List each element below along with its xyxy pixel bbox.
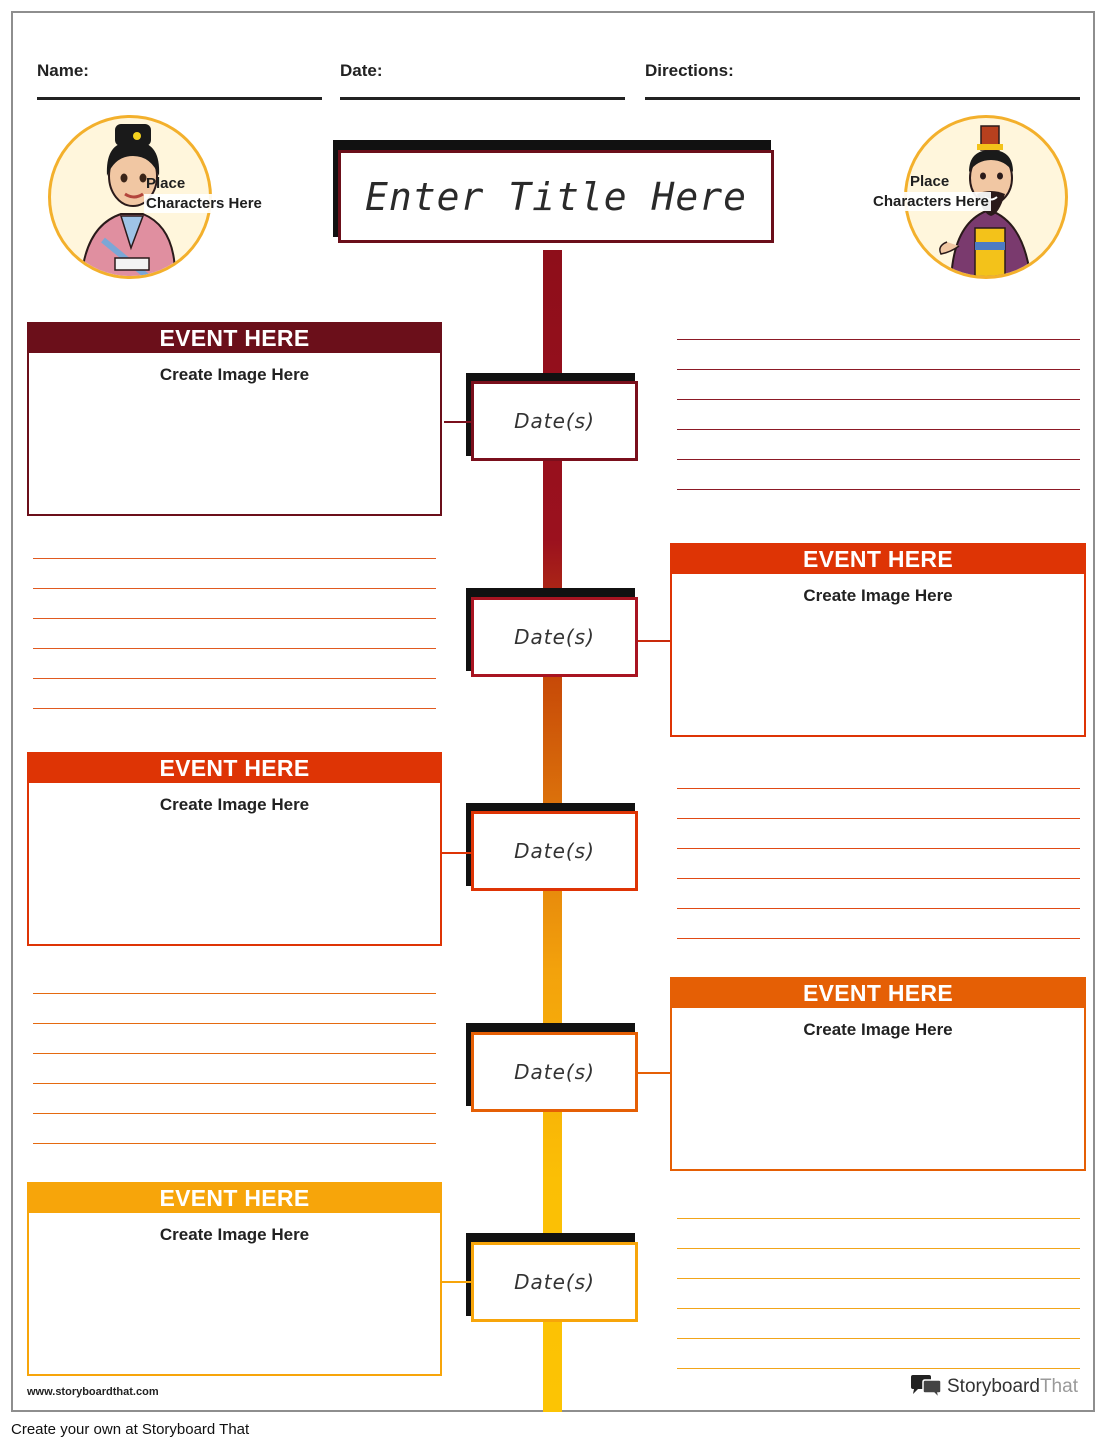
writing-line (677, 369, 1080, 370)
date-box-3[interactable]: Date(s) (471, 811, 638, 891)
writing-line (677, 788, 1080, 789)
right-character-label-line1: Place (910, 173, 950, 190)
writing-line (33, 558, 436, 559)
event-heading: EVENT HERE (672, 545, 1084, 574)
writing-line (677, 399, 1080, 400)
writing-line (33, 1023, 436, 1024)
writing-line (677, 908, 1080, 909)
writing-line (677, 1368, 1080, 1369)
date-text: Date(s) (514, 1060, 595, 1084)
date-box-2[interactable]: Date(s) (471, 597, 638, 677)
event-heading: EVENT HERE (29, 324, 440, 353)
writing-line (677, 339, 1080, 340)
event-box-3[interactable]: EVENT HERE Create Image Here (27, 752, 442, 946)
writing-line (33, 618, 436, 619)
writing-line (677, 459, 1080, 460)
man-character-illustration (939, 125, 1032, 276)
date-box-1[interactable]: Date(s) (471, 381, 638, 461)
writing-line (677, 1308, 1080, 1309)
writing-lines-4[interactable] (33, 993, 436, 1149)
create-image-placeholder: Create Image Here (803, 586, 953, 605)
writing-line (33, 993, 436, 994)
date-text: Date(s) (514, 1270, 595, 1294)
writing-lines-3[interactable] (677, 788, 1080, 944)
create-image-placeholder: Create Image Here (803, 1020, 953, 1039)
directions-label: Directions: (645, 61, 734, 80)
date-label: Date: (340, 61, 383, 80)
writing-line (33, 648, 436, 649)
writing-line (677, 878, 1080, 879)
writing-line (677, 938, 1080, 939)
writing-line (677, 1248, 1080, 1249)
right-character-label-line2: Characters Here (871, 192, 991, 211)
create-image-placeholder: Create Image Here (159, 365, 310, 384)
storyboardthat-logo[interactable]: StoryboardThat (909, 1374, 1078, 1400)
writing-line (33, 708, 436, 709)
event-heading: EVENT HERE (29, 754, 440, 783)
brand-secondary: That (1039, 1376, 1078, 1397)
bottom-note[interactable]: Create your own at Storyboard That (11, 1421, 250, 1438)
writing-line (677, 848, 1080, 849)
directions-field-line[interactable] (645, 97, 1080, 100)
event-box-5[interactable]: EVENT HERE Create Image Here (27, 1182, 442, 1376)
writing-line (33, 1143, 436, 1144)
writing-line (677, 489, 1080, 490)
writing-line (33, 1083, 436, 1084)
footer-url[interactable]: www.storyboardthat.com (27, 1386, 159, 1398)
left-character-label-line1: Place (146, 175, 186, 192)
writing-line (677, 1338, 1080, 1339)
event-box-4[interactable]: EVENT HERE Create Image Here (670, 977, 1086, 1171)
event-box-2[interactable]: EVENT HERE Create Image Here (670, 543, 1086, 737)
connector-3 (440, 852, 471, 854)
left-character-circle[interactable] (48, 115, 212, 279)
create-image-placeholder: Create Image Here (159, 1225, 310, 1244)
writing-lines-1[interactable] (677, 339, 1080, 495)
connector-1 (444, 421, 471, 423)
connector-2 (638, 640, 671, 642)
writing-line (33, 1113, 436, 1114)
name-field-line[interactable] (37, 97, 322, 100)
create-image-placeholder: Create Image Here (159, 795, 310, 814)
writing-line (677, 1218, 1080, 1219)
writing-line (33, 588, 436, 589)
date-field-line[interactable] (340, 97, 625, 100)
writing-line (33, 678, 436, 679)
writing-line (677, 818, 1080, 819)
writing-line (677, 1278, 1080, 1279)
brand-primary: Storyboard (947, 1376, 1040, 1397)
name-label: Name: (37, 61, 89, 80)
event-heading: EVENT HERE (29, 1184, 440, 1213)
date-box-4[interactable]: Date(s) (471, 1032, 638, 1112)
title-text: Enter Title Here (364, 174, 748, 219)
speech-bubbles-icon (911, 1375, 942, 1400)
date-text: Date(s) (514, 409, 595, 433)
event-box-1[interactable]: EVENT HERE Create Image Here (27, 322, 442, 516)
woman-character-illustration (80, 124, 177, 276)
title-box[interactable]: Enter Title Here (338, 150, 774, 243)
writing-lines-2[interactable] (33, 558, 436, 714)
writing-line (677, 429, 1080, 430)
connector-4 (638, 1072, 671, 1074)
brand-name: StoryboardThat (947, 1376, 1078, 1398)
connector-5 (440, 1281, 471, 1283)
left-character-label-line2: Characters Here (144, 194, 264, 213)
date-text: Date(s) (514, 839, 595, 863)
date-text: Date(s) (514, 625, 595, 649)
writing-lines-5[interactable] (677, 1218, 1080, 1374)
date-box-5[interactable]: Date(s) (471, 1242, 638, 1322)
event-heading: EVENT HERE (672, 979, 1084, 1008)
writing-line (33, 1053, 436, 1054)
